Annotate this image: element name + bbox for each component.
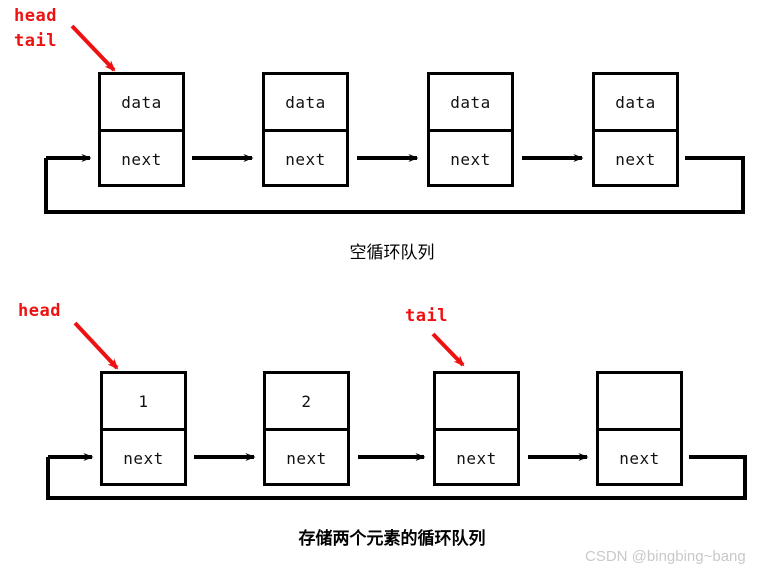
row2-head-label: head bbox=[18, 301, 61, 321]
row1-node-4: data next bbox=[592, 72, 679, 187]
row2-node-4: next bbox=[596, 371, 683, 486]
row2-node-4-next: next bbox=[619, 449, 660, 468]
row2-node-3: next bbox=[433, 371, 520, 486]
row1-head-label: head bbox=[14, 6, 57, 26]
row1-connectors bbox=[44, 154, 745, 214]
row1-node-3: data next bbox=[427, 72, 514, 187]
row2-node-2-next: next bbox=[286, 449, 327, 468]
row2-tail-arrow bbox=[431, 332, 465, 367]
row1-node-2-data: data bbox=[265, 75, 346, 132]
row1-node-3-next: next bbox=[450, 150, 491, 169]
row2-node-2: 2 next bbox=[263, 371, 350, 486]
row2-node-4-data bbox=[599, 374, 680, 431]
row2-head-arrow bbox=[73, 321, 119, 370]
row1-node-1-data: data bbox=[101, 75, 182, 132]
row1-head-tail-arrow bbox=[70, 24, 116, 72]
row1-node-4-data: data bbox=[595, 75, 676, 132]
row1-caption: 空循环队列 bbox=[349, 243, 435, 263]
row1-node-1: data next bbox=[98, 72, 185, 187]
row2-connectors bbox=[46, 453, 747, 500]
row1-node-2: data next bbox=[262, 72, 349, 187]
row1-node-2-next: next bbox=[285, 150, 326, 169]
row2-node-1: 1 next bbox=[100, 371, 187, 486]
row1-node-1-next: next bbox=[121, 150, 162, 169]
row2-tail-label: tail bbox=[405, 306, 448, 326]
row2-node-1-next: next bbox=[123, 449, 164, 468]
csdn-watermark: CSDN @bingbing~bang bbox=[585, 548, 746, 565]
row1-node-3-data: data bbox=[430, 75, 511, 132]
row1-tail-label: tail bbox=[14, 31, 57, 51]
row2-caption: 存储两个元素的循环队列 bbox=[298, 529, 486, 549]
row2-node-3-data bbox=[436, 374, 517, 431]
row2-node-3-next: next bbox=[456, 449, 497, 468]
row2-node-2-data: 2 bbox=[266, 374, 347, 431]
row2-node-1-data: 1 bbox=[103, 374, 184, 431]
row1-node-4-next: next bbox=[615, 150, 656, 169]
